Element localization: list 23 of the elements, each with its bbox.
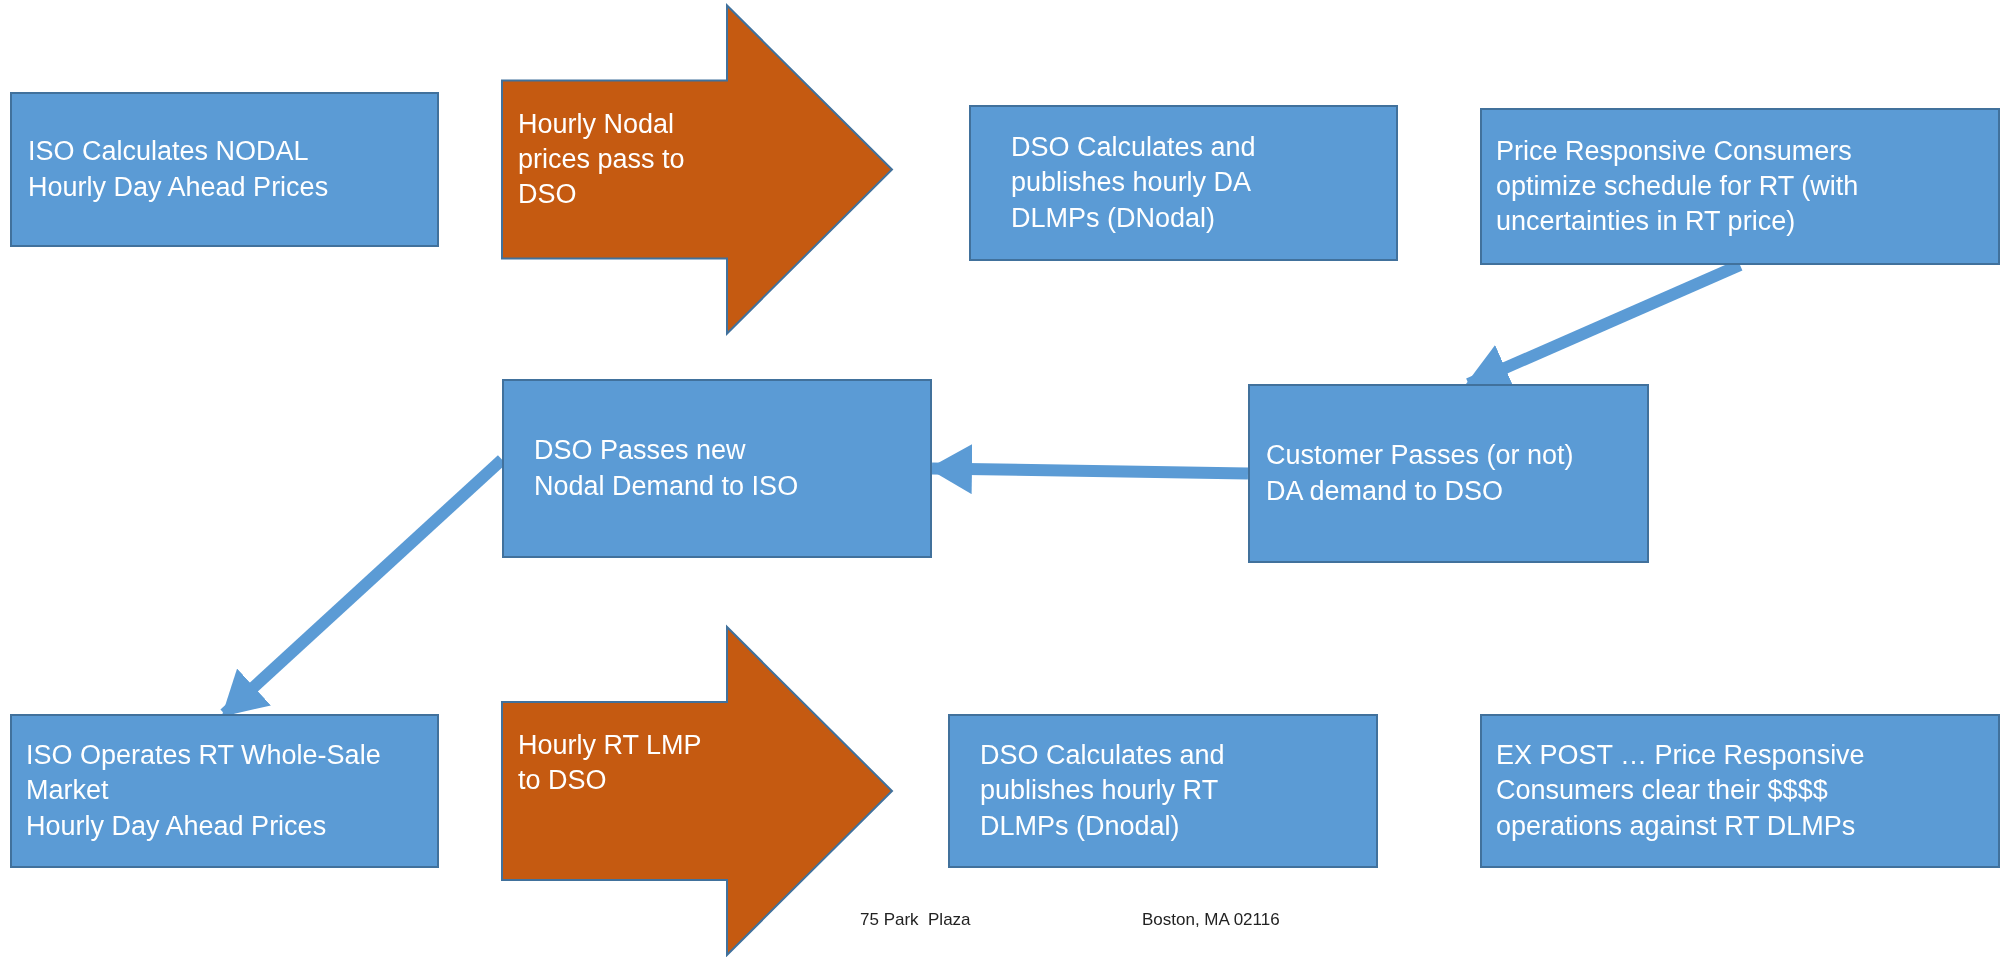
process-box [1480,714,2000,868]
process-box [948,714,1378,868]
process-box [10,714,439,868]
box-text: ISO Operates RT Whole-Sale Market [26,739,382,808]
process-box [10,92,439,247]
box-text: DSO Calculates and publishes hourly DA DLMPs (DNodal) [1011,131,1257,235]
box-text: DSO Passes new Nodal Demand to ISO [534,434,800,503]
box-text: Customer Passes (or not) DA demand to DSO [1266,439,1575,508]
footer-text: Boston, MA 02116 [1142,910,1280,930]
edge-label: Hourly RT LMP to DSO [518,729,703,798]
edge-label: Hourly Nodal prices pass to DSO [518,107,686,211]
process-box [1480,108,2000,265]
process-box [1248,384,1649,563]
box-text: Hourly Day Ahead Prices [26,809,328,843]
process-box [969,105,1398,261]
box-text: Price Responsive Consumers optimize schedule for RT (with uncertainties in RT price) [1496,134,1860,239]
footer-text: 75 Park Plaza [860,910,971,930]
block-arrow [501,3,894,336]
box-text: EX POST … Price Responsive Consumers clear their $$$$ operations against RT DLMPs [1496,739,1866,843]
process-box [502,379,932,558]
box-text: ISO Calculates NODAL Hourly Day Ahead Prices [28,135,330,204]
box-text: DSO Calculates and publishes hourly RT DLMPs (Dnodal) [980,739,1226,843]
block-arrow [501,624,894,957]
